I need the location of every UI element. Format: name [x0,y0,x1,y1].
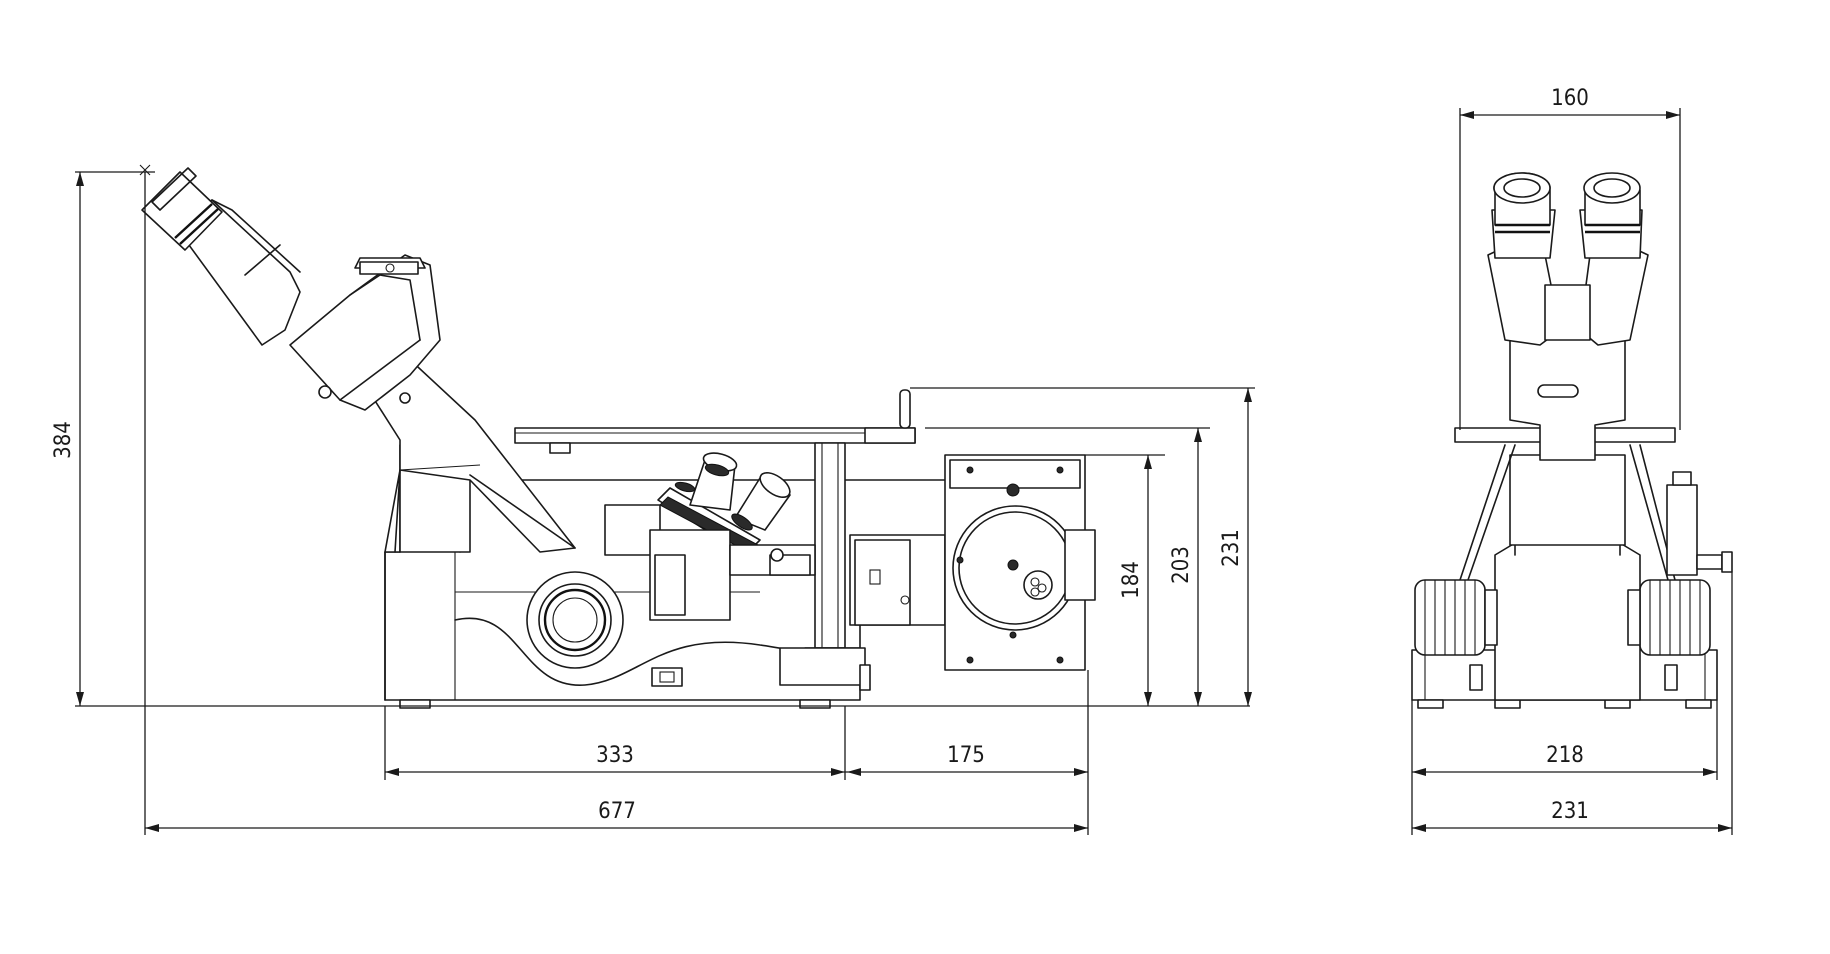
front-body [1494,539,1641,701]
dim-lamp-housing-height: 203 [1169,546,1194,584]
dim-overall-width-side: 231 [1551,799,1589,824]
stage-control [899,389,911,429]
filter-box [649,529,731,621]
focus-knob [526,571,624,669]
power-switch [651,667,683,687]
front-adjust [1666,484,1698,576]
dim-lamp-width: 175 [947,743,985,768]
front-view [1411,172,1733,709]
stage-support [814,442,846,649]
dim-stage-height: 231 [1219,529,1244,567]
dim-lamp-height: 184 [1119,561,1144,599]
dim-base-width-front: 333 [596,743,634,768]
dim-overall-height: 384 [51,421,76,459]
dim-overall-length: 677 [598,799,636,824]
dim-eyepiece-width: 160 [1551,86,1589,111]
fine-adjust [859,664,871,691]
head-knob [318,385,332,399]
slanted-arm [364,354,576,553]
foot [399,699,431,709]
foot [799,699,831,709]
front-dimensions: 160 218 231 [1411,86,1733,835]
trinocular-head [289,254,441,411]
dim-base-width-side: 218 [1546,743,1584,768]
mechanical-stage [514,427,916,444]
side-view [139,164,1096,709]
lamp-back [1064,529,1096,601]
head-screw [399,392,411,404]
side-dimensions: 384 184 203 231 333 175 [51,171,1255,835]
